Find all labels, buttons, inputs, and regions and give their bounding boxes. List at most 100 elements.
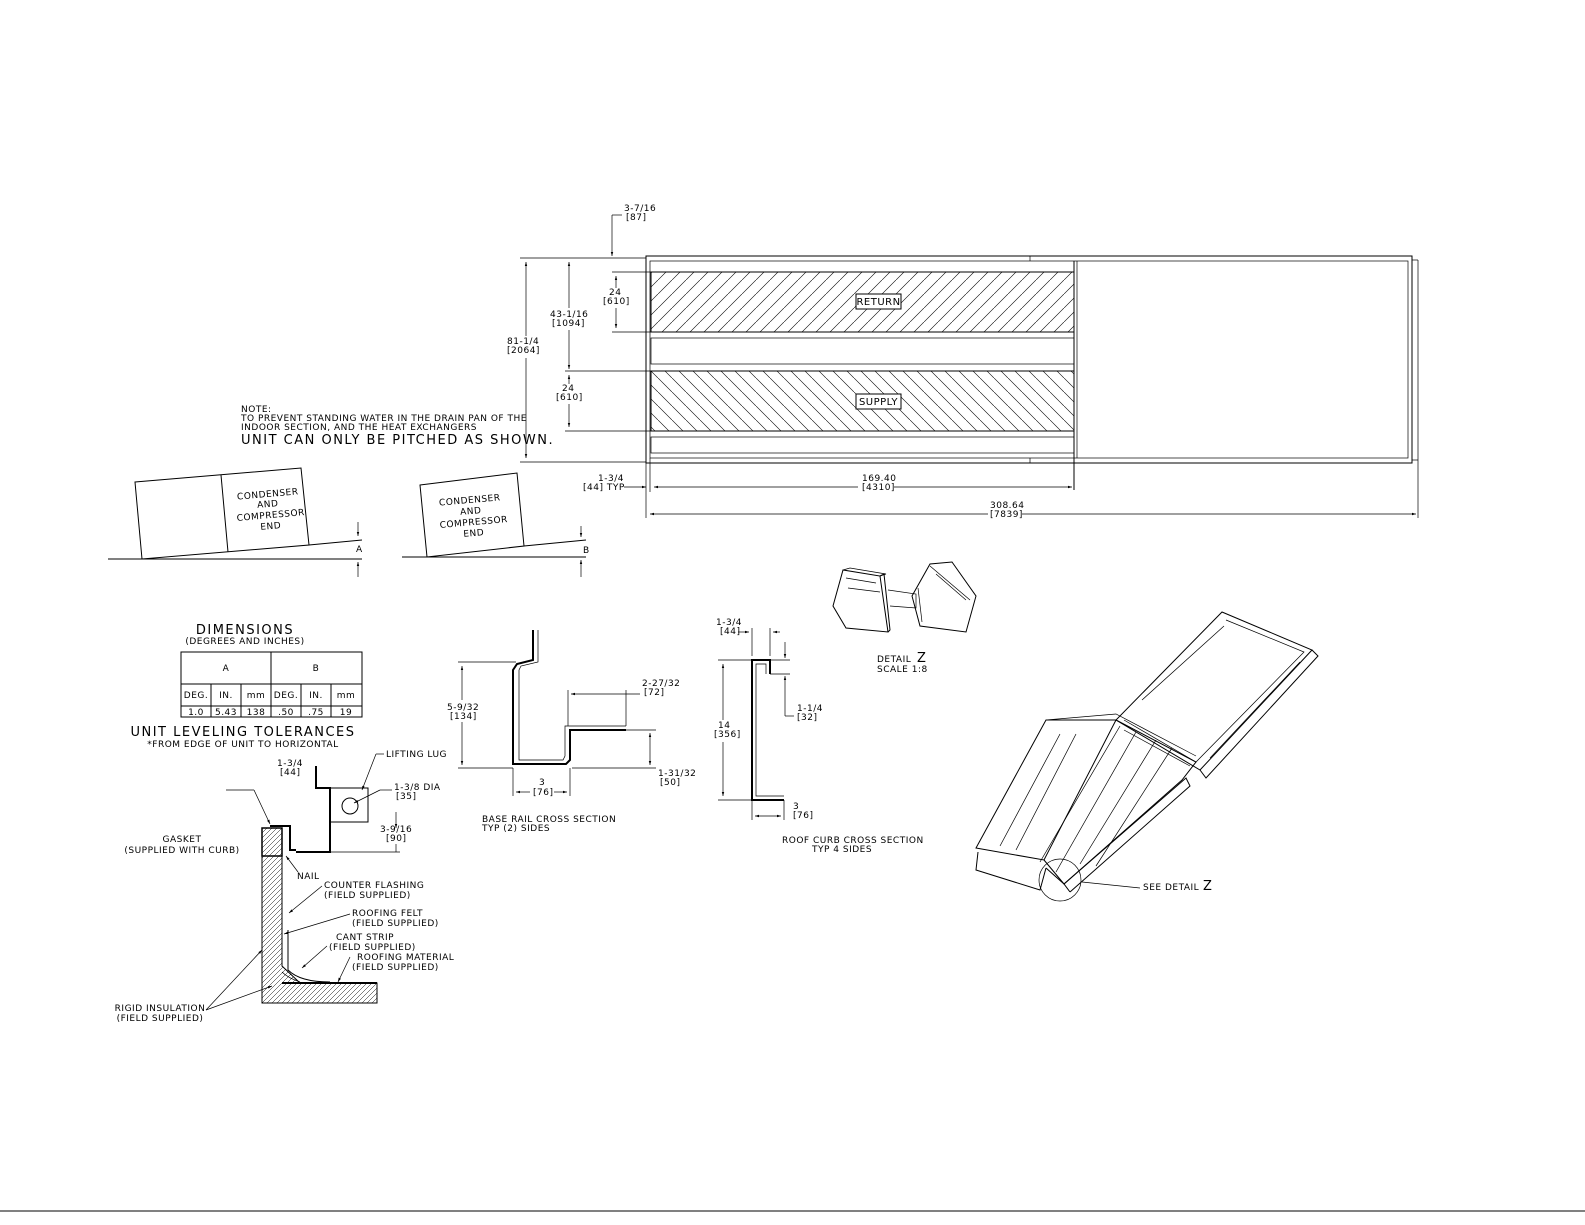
- flashing-detail: LIFTING LUG 1-3/4 [44] 1-3/8 DIA [35] 3-…: [115, 750, 454, 1024]
- svg-text:INDOOR SECTION, AND THE HEAT E: INDOOR SECTION, AND THE HEAT EXCHANGERS: [241, 423, 477, 433]
- svg-text:mm: mm: [247, 691, 266, 701]
- svg-text:.50: .50: [278, 708, 294, 718]
- svg-text:SCALE 1:8: SCALE 1:8: [877, 665, 928, 675]
- svg-text:[4310]: [4310]: [862, 483, 895, 493]
- svg-text:[50]: [50]: [660, 778, 680, 788]
- detail-z: DETAIL Z SCALE 1:8: [832, 561, 977, 675]
- svg-text:1-3/4: 1-3/4: [598, 474, 624, 484]
- svg-text:Z: Z: [917, 651, 927, 666]
- svg-text:UNIT LEVELING TOLERANCES: UNIT LEVELING TOLERANCES: [130, 725, 355, 740]
- svg-text:(DEGREES AND INCHES): (DEGREES AND INCHES): [185, 637, 304, 647]
- return-label: RETURN: [856, 297, 900, 308]
- svg-text:1-1/4: 1-1/4: [797, 704, 823, 714]
- svg-text:UNIT CAN ONLY BE PITCHED AS SH: UNIT CAN ONLY BE PITCHED AS SHOWN.: [241, 433, 554, 448]
- svg-text:[610]: [610]: [603, 297, 630, 307]
- svg-text:1-3/4: 1-3/4: [277, 759, 303, 769]
- svg-text:TO PREVENT STANDING WATER IN T: TO PREVENT STANDING WATER IN THE DRAIN P…: [240, 414, 527, 424]
- leveling-table: DIMENSIONS (DEGREES AND INCHES) A B DEG.…: [130, 623, 363, 750]
- svg-text:[2064]: [2064]: [507, 346, 540, 356]
- supply-label: SUPPLY: [859, 397, 898, 408]
- detail-z-callout-circle: [1038, 858, 1082, 902]
- svg-text:3-7/16: 3-7/16: [624, 204, 656, 214]
- plan-dimensions: 3-7/16 [87] 81-1/4 [2064] 43-1/16 [1094]…: [507, 204, 1419, 520]
- svg-text:LIFTING LUG: LIFTING LUG: [386, 750, 447, 760]
- svg-text:[90]: [90]: [386, 834, 406, 844]
- svg-text:3: 3: [539, 778, 545, 788]
- svg-text:5.43: 5.43: [215, 708, 237, 718]
- svg-text:(SUPPLIED WITH CURB): (SUPPLIED WITH CURB): [124, 846, 239, 856]
- svg-text:SEE DETAIL: SEE DETAIL: [1143, 883, 1199, 893]
- roof-curb-section: 1-3/4 [44] 1-1/4 [32] 14 [356] 3 [76] RO…: [714, 618, 924, 855]
- svg-text:24: 24: [562, 384, 574, 394]
- svg-text:NOTE:: NOTE:: [241, 405, 272, 415]
- svg-text:24: 24: [609, 288, 621, 298]
- svg-text:[356]: [356]: [714, 730, 741, 740]
- svg-text:138: 138: [247, 708, 266, 718]
- svg-text:19: 19: [340, 708, 352, 718]
- svg-text:14: 14: [718, 721, 730, 731]
- svg-text:GASKET: GASKET: [163, 835, 202, 845]
- svg-text:CANT STRIP: CANT STRIP: [336, 933, 394, 943]
- svg-text:DETAIL: DETAIL: [877, 655, 911, 665]
- svg-text:IN.: IN.: [219, 691, 233, 701]
- svg-text:169.40: 169.40: [862, 474, 897, 484]
- svg-text:5-9/32: 5-9/32: [447, 703, 479, 713]
- svg-text:[76]: [76]: [533, 788, 553, 798]
- svg-text:[87]: [87]: [626, 213, 646, 223]
- svg-text:81-1/4: 81-1/4: [507, 337, 539, 347]
- svg-text:DEG.: DEG.: [274, 691, 298, 701]
- svg-text:NAIL: NAIL: [297, 872, 320, 882]
- pitch-diagram-b: CONDENSER AND COMPRESSOR END B: [402, 472, 590, 577]
- plan-view: RETURN SUPPLY: [645, 255, 1419, 490]
- svg-text:[76]: [76]: [793, 811, 813, 821]
- svg-text:[610]: [610]: [556, 393, 583, 403]
- isometric-curb: SEE DETAIL Z: [975, 611, 1319, 902]
- pitch-a-label: A: [356, 545, 363, 555]
- svg-text:AND: AND: [460, 506, 482, 518]
- svg-text:TYP (2) SIDES: TYP (2) SIDES: [481, 824, 550, 834]
- svg-text:A: A: [223, 664, 230, 674]
- svg-text:mm: mm: [337, 691, 356, 701]
- svg-text:[134]: [134]: [450, 712, 477, 722]
- pitch-diagram-a: CONDENSER AND COMPRESSOR END A: [108, 467, 363, 577]
- svg-text:[7839]: [7839]: [990, 510, 1023, 520]
- svg-text:2-27/32: 2-27/32: [642, 679, 680, 689]
- svg-text:1.0: 1.0: [188, 708, 204, 718]
- svg-text:DIMENSIONS: DIMENSIONS: [196, 623, 294, 638]
- pitch-b-label: B: [583, 546, 590, 556]
- svg-text:(FIELD SUPPLIED): (FIELD SUPPLIED): [117, 1014, 204, 1024]
- svg-text:[32]: [32]: [797, 713, 817, 723]
- svg-text:(FIELD SUPPLIED): (FIELD SUPPLIED): [352, 963, 439, 973]
- svg-text:1-31/32: 1-31/32: [658, 769, 696, 779]
- svg-text:.75: .75: [308, 708, 324, 718]
- svg-text:END: END: [260, 521, 282, 533]
- svg-text:RIGID INSULATION: RIGID INSULATION: [115, 1004, 206, 1014]
- svg-text:TYP 4 SIDES: TYP 4 SIDES: [811, 845, 872, 855]
- svg-text:(FIELD SUPPLIED): (FIELD SUPPLIED): [324, 891, 411, 901]
- svg-text:BASE RAIL CROSS SECTION: BASE RAIL CROSS SECTION: [482, 815, 616, 825]
- svg-text:*FROM EDGE OF UNIT TO HORIZONT: *FROM EDGE OF UNIT TO HORIZONTAL: [147, 740, 338, 750]
- svg-text:43-1/16: 43-1/16: [550, 310, 588, 320]
- svg-text:DEG.: DEG.: [184, 691, 208, 701]
- svg-text:Z: Z: [1203, 879, 1213, 894]
- svg-text:[72]: [72]: [644, 688, 664, 698]
- svg-text:3-9/16: 3-9/16: [380, 825, 412, 835]
- svg-text:308.64: 308.64: [990, 501, 1025, 511]
- svg-text:[44]: [44]: [280, 768, 300, 778]
- svg-text:ROOFING FELT: ROOFING FELT: [352, 909, 423, 919]
- base-rail-section: 5-9/32 [134] 2-27/32 [72] 1-31/32 [50] 3…: [447, 630, 696, 834]
- svg-text:COUNTER FLASHING: COUNTER FLASHING: [324, 881, 424, 891]
- svg-text:ROOF CURB CROSS SECTION: ROOF CURB CROSS SECTION: [782, 836, 924, 846]
- svg-text:[44] TYP: [44] TYP: [583, 483, 625, 493]
- pitch-note: NOTE: TO PREVENT STANDING WATER IN THE D…: [240, 405, 554, 448]
- svg-text:1-3/4: 1-3/4: [716, 618, 742, 628]
- svg-text:(FIELD SUPPLIED): (FIELD SUPPLIED): [329, 943, 416, 953]
- svg-text:3: 3: [793, 802, 799, 812]
- svg-text:1-3/8 DIA: 1-3/8 DIA: [394, 783, 441, 793]
- svg-text:[35]: [35]: [396, 792, 416, 802]
- svg-text:[1094]: [1094]: [552, 319, 585, 329]
- svg-text:IN.: IN.: [309, 691, 323, 701]
- svg-text:[44]: [44]: [720, 627, 740, 637]
- svg-text:END: END: [463, 528, 485, 540]
